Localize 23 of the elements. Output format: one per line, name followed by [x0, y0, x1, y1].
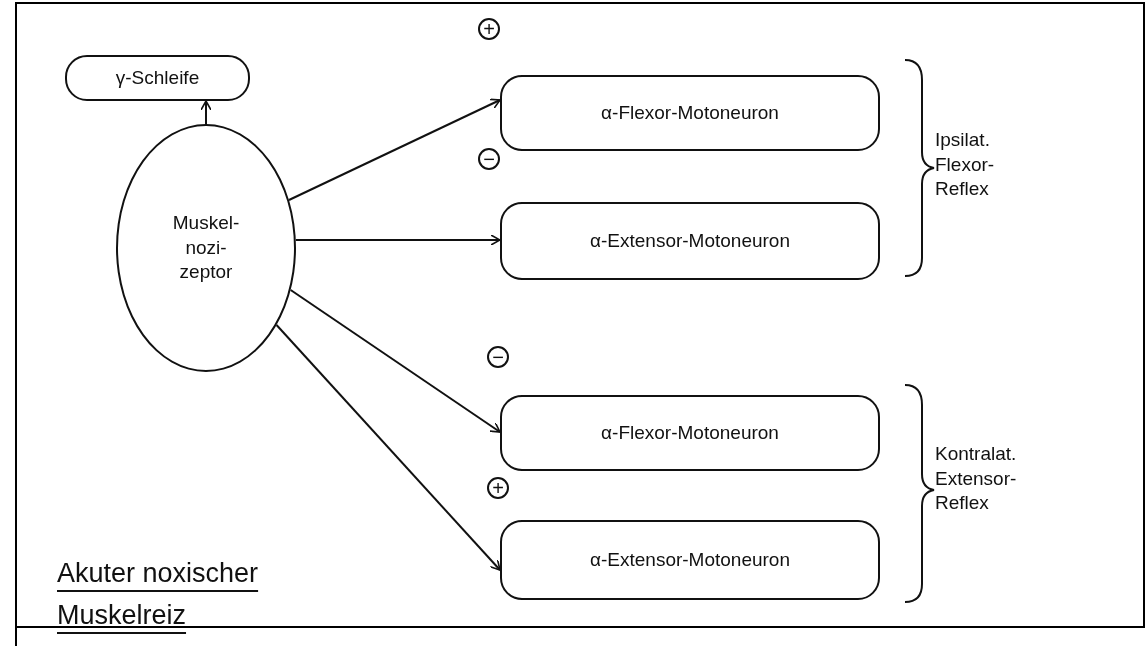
node-label: γ-Schleife — [115, 65, 200, 90]
arrow — [288, 98, 501, 201]
sign-symbol: + — [478, 18, 500, 40]
sign-symbol: + — [487, 477, 509, 499]
node-label: α-Extensor-Motoneuron — [590, 547, 790, 572]
neuron-box — [500, 202, 880, 280]
caption-text: Akuter noxischer Muskelreiz — [57, 557, 260, 632]
neuron-box — [500, 395, 880, 471]
arrow — [200, 100, 212, 125]
neuron-box — [500, 75, 880, 151]
arrow — [294, 234, 501, 246]
node-label: α-Extensor-Motoneuron — [590, 228, 790, 253]
neuron-box — [65, 55, 250, 101]
reflex-label: Ipsilat. Flexor- Reflex — [935, 128, 996, 202]
neuron-box — [500, 520, 880, 600]
node-label: α-Flexor-Motoneuron — [601, 420, 779, 445]
sign-symbol: − — [487, 346, 509, 368]
arrow — [289, 289, 501, 433]
reflex-label: Kontralat. Extensor- Reflex — [935, 442, 1018, 516]
node-label: α-Flexor-Motoneuron — [601, 100, 779, 125]
sign-symbol: − — [478, 148, 500, 170]
arrow — [275, 324, 501, 571]
node-label: Muskel- nozi- zeptor — [171, 210, 241, 285]
